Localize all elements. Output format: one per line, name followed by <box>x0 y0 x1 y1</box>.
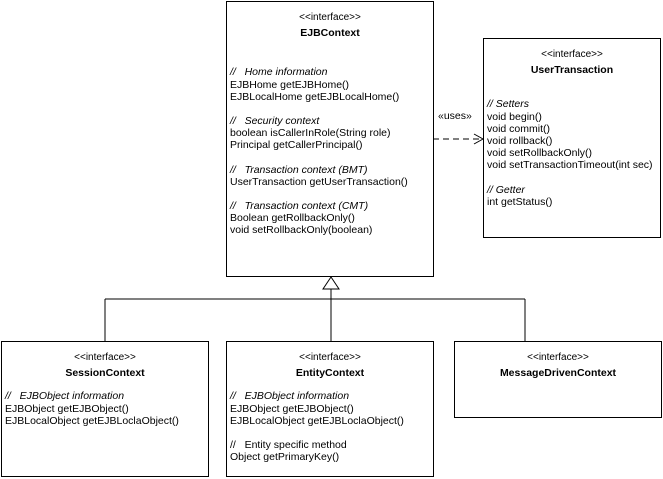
method: EJBObject getEJBObject() <box>230 402 354 415</box>
method: Principal getCallerPrincipal() <box>230 139 363 152</box>
comment: // EJBObject information <box>230 390 350 403</box>
method: void begin() <box>487 110 542 123</box>
comment: // Transaction context (BMT) <box>230 163 368 176</box>
stereotype-label: <<interface>> <box>527 352 589 363</box>
method: EJBLocalObject getEJBLoclaObject() <box>5 414 179 427</box>
method: void commit() <box>487 122 551 135</box>
method: Object getPrimaryKey() <box>230 451 340 464</box>
method: int getStatus() <box>487 195 553 208</box>
interface-name: UserTransaction <box>530 64 614 77</box>
comment: // Security context <box>230 115 320 128</box>
method: EJBLocalHome getEJBLocalHome() <box>230 90 400 103</box>
method: void rollback() <box>487 135 553 148</box>
stereotype-label: <<interface>> <box>299 352 361 363</box>
method: UserTransaction getUserTransaction() <box>230 175 408 188</box>
usertransaction-interface-box[interactable]: <<interface>> UserTransaction // Setters… <box>483 38 661 238</box>
comment: // Setters <box>487 98 530 111</box>
method: void setRollbackOnly(boolean) <box>230 224 373 237</box>
stereotype-label: <<interface>> <box>541 49 603 60</box>
method: void setTransactionTimeout(int sec) <box>487 159 653 172</box>
interface-name: EJBContext <box>300 27 360 40</box>
stereotype-label: <<interface>> <box>299 12 361 23</box>
comment: // Entity specific method <box>230 439 347 452</box>
method: EJBHome getEJBHome() <box>230 78 350 91</box>
method: EJBLocalObject getEJBLoclaObject() <box>230 414 404 427</box>
messagedrivencontext-interface-box[interactable]: <<interface>> MessageDrivenContext <box>454 341 662 418</box>
method: EJBObject getEJBObject() <box>5 402 129 415</box>
comment: // Transaction context (CMT) <box>230 200 369 213</box>
comment: // Home information <box>230 66 328 79</box>
interface-name: SessionContext <box>65 367 145 380</box>
comment: // Getter <box>487 183 525 196</box>
comment: // EJBObject information <box>5 390 125 403</box>
uses-label: «uses» <box>438 110 472 122</box>
stereotype-label: <<interface>> <box>74 352 136 363</box>
ejbcontext-interface-box[interactable]: <<interface>> EJBContext // Home informa… <box>226 1 434 277</box>
method: void setRollbackOnly() <box>487 147 593 160</box>
sessioncontext-interface-box[interactable]: <<interface>> SessionContext // EJBObjec… <box>1 341 209 477</box>
method: Boolean getRollbackOnly() <box>230 212 355 225</box>
generalization-triangle <box>322 276 340 290</box>
method: boolean isCallerInRole(String role) <box>230 127 391 140</box>
entitycontext-interface-box[interactable]: <<interface>> EntityContext // EJBObject… <box>226 341 434 477</box>
interface-name: MessageDrivenContext <box>499 367 617 380</box>
interface-name: EntityContext <box>295 367 365 380</box>
